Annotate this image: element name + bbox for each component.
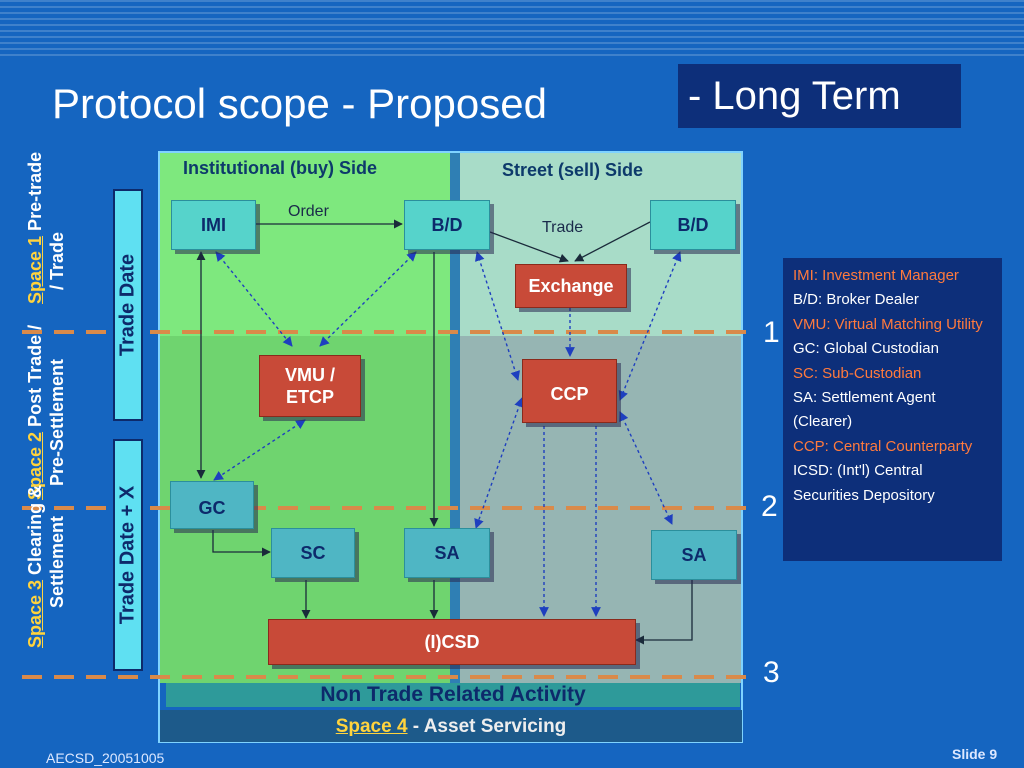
space-1-line1: Pre-trade: [25, 151, 45, 231]
vmu-node: VMU / ETCP: [259, 355, 361, 417]
bd-sell-ccp-dotted: [618, 251, 682, 401]
bd-ccp-dotted: [475, 251, 520, 381]
sa-buy-node: SA: [404, 528, 490, 578]
order-label: Order: [288, 203, 329, 220]
space-4-bar: Space 4 - Asset Servicing: [160, 710, 742, 742]
space-1-label: Space 1 Pre-trade / Trade: [24, 152, 68, 304]
legend-box: IMI: Investment Manager B/D: Broker Deal…: [783, 258, 1002, 561]
trade-date-x-bar: Trade Date + X: [113, 439, 143, 671]
trade-date-label: Trade Date: [116, 253, 139, 357]
gc-sc-arrow: [212, 530, 271, 557]
exchange-node: Exchange: [515, 264, 627, 308]
space-3-label: Space 3 Clearing & Settlement: [24, 485, 68, 648]
imi-vmu-dotted: [215, 251, 293, 347]
term-label: - Long Term: [688, 74, 901, 118]
trade-date-bar: Trade Date: [113, 189, 143, 421]
legend-item: CCP: Central Counterparty: [793, 437, 973, 455]
bd-exchange-arrow: [489, 231, 569, 263]
footer-doc-id: AECSD_20051005: [46, 750, 165, 766]
zone-frame: [158, 151, 743, 743]
space-4-desc: - Asset Servicing: [407, 716, 567, 737]
legend-item: VMU: Virtual Matching Utility: [793, 315, 983, 333]
boundary-2-number: 2: [761, 490, 778, 523]
boundary-3-number: 3: [763, 656, 780, 689]
buy-side-label: Institutional (buy) Side: [183, 158, 377, 178]
page-title: Protocol scope - Proposed: [52, 80, 547, 127]
non-trade-activity-bar: Non Trade Related Activity: [166, 683, 740, 707]
space-3-line1: Clearing &: [25, 484, 45, 575]
boundary-1-number: 1: [763, 316, 780, 349]
vmu-gc-dotted: [213, 419, 306, 481]
footer-slide-number: Slide 9: [952, 746, 998, 762]
gc-node: GC: [170, 481, 254, 529]
zone-divider: [450, 153, 460, 683]
ccp-node: CCP: [522, 359, 617, 423]
legend-item: ICSD: (Int'l) Central Securities Deposit…: [793, 462, 935, 504]
trade-date-x-label: Trade Date + X: [116, 485, 139, 625]
space-1-line2: / Trade: [47, 231, 67, 290]
space-1-name: Space 1: [25, 235, 45, 304]
icsd-node: (I)CSD: [268, 619, 636, 665]
space-4-name: Space 4: [335, 716, 408, 737]
imi-node: IMI: [171, 200, 256, 250]
sc-node: SC: [271, 528, 355, 578]
bd-sell-exchange-arrow: [574, 221, 651, 262]
sa-sell-icsd-arrow: [635, 580, 693, 645]
space-2-line2: Pre-Settlement: [47, 358, 67, 486]
space-3-line2: Settlement: [47, 515, 67, 608]
bd-sell-node: B/D: [650, 200, 736, 250]
legend-item: SC: Sub-Custodian: [793, 364, 922, 382]
bd-buy-node: B/D: [404, 200, 490, 250]
header-stripes: [0, 0, 1024, 60]
bd-vmu-dotted: [319, 251, 417, 347]
sell-side-label: Street (sell) Side: [502, 160, 644, 180]
term-box: [678, 64, 961, 128]
legend-item: IMI: Investment Manager: [793, 267, 959, 284]
legend-item: SA: Settlement Agent (Clearer): [793, 389, 936, 431]
space-2-line1: Post Trade /: [25, 324, 45, 427]
legend-item: B/D: Broker Dealer: [793, 291, 919, 309]
space-2-label: Space 2 Post Trade / Pre-Settlement: [24, 325, 68, 500]
sa-sell-node: SA: [651, 530, 737, 580]
space-3-name: Space 3: [25, 579, 45, 648]
ccp-sa-buy-dotted: [474, 397, 524, 529]
legend-item: GC: Global Custodian: [793, 340, 939, 358]
ccp-sa-sell-dotted: [619, 411, 673, 525]
trade-label: Trade: [542, 219, 584, 236]
